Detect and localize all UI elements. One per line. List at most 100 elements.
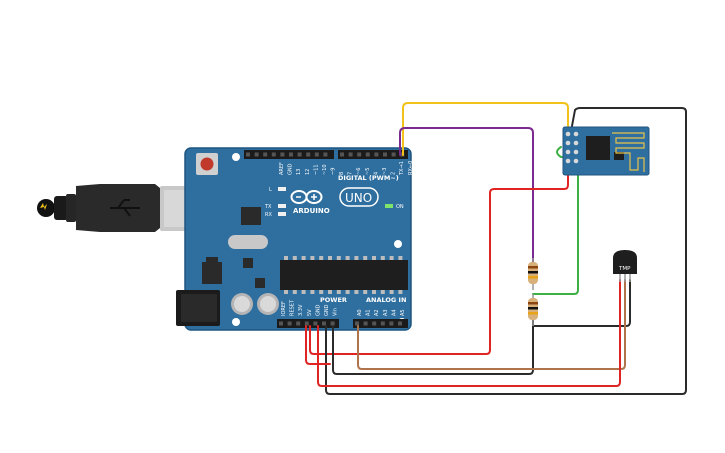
header-hole[interactable] bbox=[297, 152, 302, 157]
esp-pin[interactable] bbox=[565, 140, 571, 146]
pin-label: GND bbox=[288, 163, 294, 175]
esp-pin[interactable] bbox=[573, 149, 579, 155]
usb-chip bbox=[241, 207, 261, 225]
header-hole[interactable] bbox=[263, 152, 268, 157]
pin-label: 12 bbox=[305, 169, 311, 175]
esp-pin[interactable] bbox=[573, 140, 579, 146]
esp-pin[interactable] bbox=[565, 149, 571, 155]
header-hole[interactable] bbox=[374, 152, 379, 157]
led-tx: TX bbox=[264, 204, 286, 210]
header-hole[interactable] bbox=[254, 152, 259, 157]
header-hole[interactable] bbox=[279, 321, 283, 326]
pin-label: 3.3V bbox=[298, 304, 304, 316]
arduino-uno-board[interactable]: L TX RX ON ARDUINO UNO bbox=[176, 147, 414, 331]
pin-label: TX→1 bbox=[399, 161, 405, 176]
led-on: ON bbox=[385, 204, 404, 210]
pin-label: 13 bbox=[296, 169, 302, 175]
pin-label: A5 bbox=[400, 309, 406, 316]
resistor-r2[interactable] bbox=[528, 294, 538, 326]
pin-label: RESET bbox=[290, 299, 296, 316]
esp-pin[interactable] bbox=[565, 131, 571, 137]
power-header-label: POWER bbox=[320, 296, 347, 304]
header-hole[interactable] bbox=[280, 152, 285, 157]
pin-label: A2 bbox=[374, 309, 380, 316]
pin-label: AREF bbox=[279, 162, 285, 175]
header-hole[interactable] bbox=[322, 321, 326, 326]
header-hole[interactable] bbox=[357, 152, 362, 157]
wire-purple-rx[interactable] bbox=[399, 127, 534, 263]
header-hole[interactable] bbox=[372, 321, 377, 326]
esp-chip bbox=[586, 136, 610, 160]
capacitor bbox=[257, 293, 279, 315]
lightning-icon bbox=[40, 203, 47, 210]
crystal bbox=[228, 235, 268, 249]
header-hole[interactable] bbox=[314, 152, 319, 157]
esp8266-module[interactable] bbox=[562, 126, 650, 176]
antenna-icon bbox=[612, 132, 645, 172]
pin-label: ~5 bbox=[365, 168, 371, 175]
wire-red-short[interactable] bbox=[305, 325, 331, 365]
header-hole[interactable] bbox=[271, 152, 276, 157]
resistor-r1[interactable] bbox=[528, 258, 538, 290]
pin-label: RX←0 bbox=[408, 161, 414, 175]
pin-label: ~10 bbox=[322, 164, 328, 175]
brand-label: ARDUINO bbox=[293, 207, 330, 215]
atmega-chip bbox=[280, 256, 408, 294]
wire-red-esp-vcc[interactable] bbox=[309, 159, 569, 355]
header-hole[interactable] bbox=[246, 152, 250, 157]
esp-pin[interactable] bbox=[565, 158, 571, 164]
model-label: UNO bbox=[345, 191, 372, 205]
cable-end-icon bbox=[37, 199, 55, 217]
header-hole[interactable] bbox=[383, 152, 387, 157]
led-rx: RX bbox=[265, 212, 286, 218]
header-hole[interactable] bbox=[398, 321, 402, 326]
tmp36-sensor[interactable]: TMP bbox=[613, 250, 637, 282]
mount-hole bbox=[232, 153, 240, 161]
wire-black-tmp-gnd[interactable] bbox=[532, 279, 631, 327]
header-hole[interactable] bbox=[340, 152, 344, 157]
wire-black-divider-gnd[interactable] bbox=[332, 317, 534, 375]
header-hole[interactable] bbox=[296, 321, 301, 326]
header-hole[interactable] bbox=[348, 152, 353, 157]
reset-button[interactable] bbox=[196, 153, 218, 175]
pin-label: 4 bbox=[373, 172, 379, 175]
header-hole[interactable] bbox=[287, 321, 292, 326]
wire-black-esp-gnd[interactable] bbox=[325, 107, 687, 395]
led-on-label: ON bbox=[396, 204, 404, 210]
header-hole[interactable] bbox=[289, 152, 293, 157]
pin-label: 7 bbox=[348, 172, 354, 175]
led-l: L bbox=[269, 187, 286, 193]
header-hole[interactable] bbox=[389, 321, 394, 326]
pin-label: GND bbox=[324, 304, 330, 316]
header-hole[interactable] bbox=[365, 152, 370, 157]
header-hole[interactable] bbox=[363, 321, 368, 326]
led-l-label: L bbox=[269, 187, 272, 193]
pin-label: A1 bbox=[366, 309, 372, 316]
header-hole[interactable] bbox=[306, 152, 311, 157]
header-hole[interactable] bbox=[391, 152, 396, 157]
usb-cable[interactable] bbox=[37, 184, 210, 232]
header-hole[interactable] bbox=[304, 321, 309, 326]
mount-hole bbox=[232, 318, 240, 326]
header-hole[interactable] bbox=[313, 321, 318, 326]
wire-red-tmp-vcc[interactable] bbox=[317, 279, 621, 387]
pin-label: ~3 bbox=[382, 168, 388, 175]
header-hole[interactable] bbox=[355, 321, 359, 326]
header-hole[interactable] bbox=[323, 152, 328, 157]
header-hole[interactable] bbox=[330, 321, 335, 326]
mount-hole bbox=[394, 240, 402, 248]
pin-label: 2 bbox=[391, 172, 397, 175]
analog-header-label: ANALOG IN bbox=[366, 296, 406, 304]
esp-pin[interactable] bbox=[573, 131, 579, 137]
esp-pin[interactable] bbox=[573, 158, 579, 164]
wire-brown-tmp-signal[interactable] bbox=[357, 279, 626, 370]
led-rx-label: RX bbox=[265, 212, 272, 218]
wire-yellow-tx[interactable] bbox=[402, 102, 569, 156]
header-hole[interactable] bbox=[380, 321, 385, 326]
pin-label: A4 bbox=[391, 309, 397, 316]
pin-label: A3 bbox=[383, 309, 389, 316]
